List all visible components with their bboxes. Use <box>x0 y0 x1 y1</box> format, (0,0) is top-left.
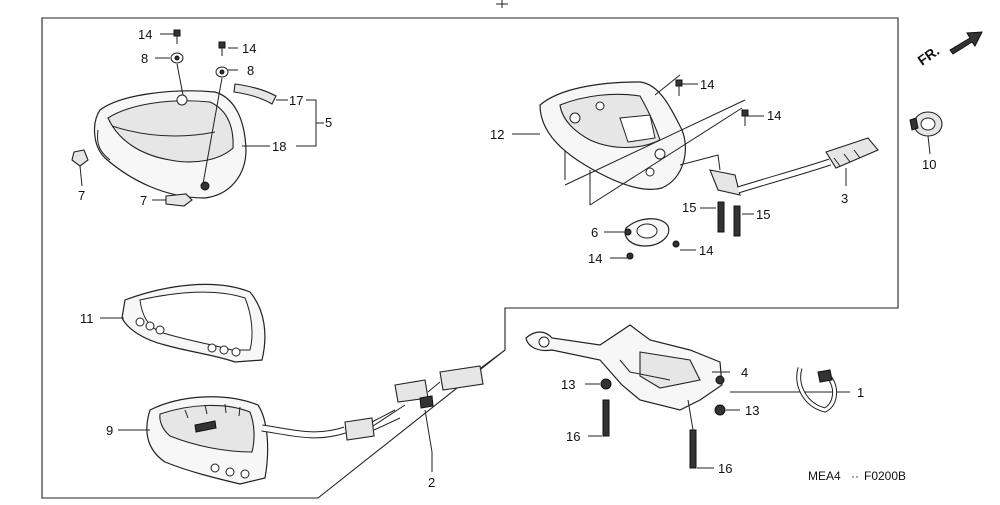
drawing-reference: MEA4 ·· F0200B <box>808 469 906 483</box>
callout-16: 16 <box>718 461 732 476</box>
callout-8: 8 <box>141 51 148 66</box>
callout-15: 15 <box>682 200 696 215</box>
callout-3: 3 <box>841 191 848 206</box>
meter-panel <box>121 283 266 363</box>
callout-14: 14 <box>767 108 781 123</box>
svg-text:FR.: FR. <box>915 42 943 68</box>
meter-case-assembly <box>71 29 277 207</box>
callout-10: 10 <box>922 157 936 172</box>
front-direction-marker: FR. <box>915 31 983 68</box>
callout-14: 14 <box>242 41 256 56</box>
assembly-frame <box>41 17 899 499</box>
callout-17: 17 <box>289 93 303 108</box>
callout-2: 2 <box>428 475 435 490</box>
grommet-left <box>71 149 89 167</box>
visor-strip <box>233 83 277 105</box>
drawing-code: MEA4 <box>808 469 841 483</box>
callout-14: 14 <box>700 77 714 92</box>
code-separator: ·· <box>851 469 859 483</box>
wire-band <box>796 367 838 413</box>
callout-7: 7 <box>78 188 85 203</box>
figure-code: F0200B <box>864 469 906 483</box>
callout-11: 11 <box>80 311 94 326</box>
arrow-icon <box>949 31 983 55</box>
callout-7: 7 <box>140 193 147 208</box>
callout-12: 12 <box>490 127 504 142</box>
callout-15: 15 <box>756 207 770 222</box>
callout-5: 5 <box>325 115 332 130</box>
callout-1: 1 <box>857 385 864 400</box>
callout-14: 14 <box>699 243 713 258</box>
top-mark <box>496 0 508 8</box>
mount-bracket <box>624 218 680 260</box>
meter-stay <box>525 324 725 411</box>
callout-4: 4 <box>741 365 748 380</box>
callout-18: 18 <box>272 139 286 154</box>
callout-13: 13 <box>745 403 759 418</box>
callout-16: 16 <box>566 429 580 444</box>
grommet-bottom <box>165 193 193 207</box>
speedometer-unit <box>146 365 484 485</box>
callout-9: 9 <box>106 423 113 438</box>
speedometer-cable <box>709 137 879 196</box>
indicator-socket <box>909 111 943 137</box>
callout-6: 6 <box>591 225 598 240</box>
callout-13: 13 <box>561 377 575 392</box>
callout-8: 8 <box>247 63 254 78</box>
callout-labels: 14 8 14 8 17 5 18 7 7 11 9 2 14 14 12 10… <box>78 27 936 490</box>
callout-14: 14 <box>138 27 152 42</box>
callout-14: 14 <box>588 251 602 266</box>
meter-lower-case <box>539 81 686 205</box>
